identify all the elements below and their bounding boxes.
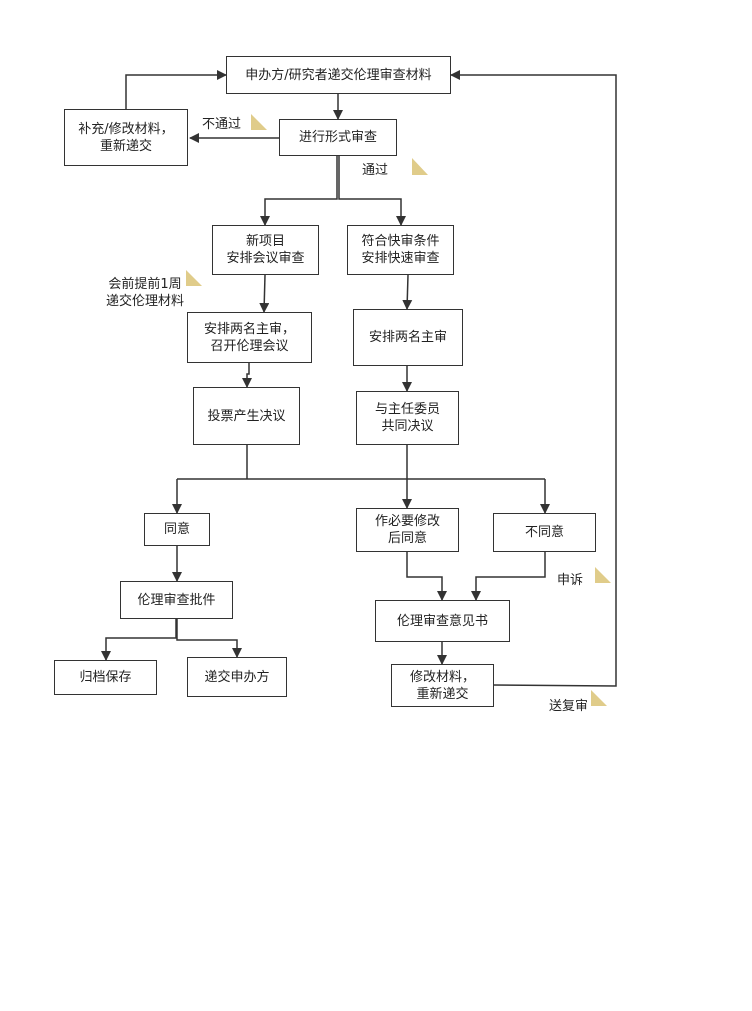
label-fail: 不通过	[202, 117, 242, 132]
node-modify-resubmit: 修改材料， 重新递交	[391, 664, 494, 707]
arrow-approval-to-deliver	[176, 619, 242, 658]
node-agree: 同意	[144, 513, 210, 546]
arrow-meeting-to-vote	[242, 363, 252, 388]
note-triangle-one-week	[186, 270, 202, 286]
node-supplement: 补充/修改材料， 重新递交	[64, 109, 188, 166]
arrow-new-to-meeting	[259, 274, 270, 313]
node-formal-review: 进行形式审查	[279, 119, 397, 156]
node-deliver: 递交申办方	[187, 657, 287, 697]
arrow-modify-to-opinion	[406, 552, 447, 601]
node-opinion-letter: 伦理审查意见书	[375, 600, 510, 642]
node-two-reviewers-meeting: 安排两名主审， 召开伦理会议	[187, 312, 312, 363]
note-triangle-appeal	[595, 567, 611, 583]
node-disagree: 不同意	[493, 513, 596, 552]
node-vote: 投票产生决议	[193, 387, 300, 445]
node-agree-after-modify: 作必要修改 后同意	[356, 508, 459, 552]
label-re-review: 送复审	[549, 699, 589, 714]
note-triangle-fail	[251, 114, 267, 130]
arrow-resubmit-to-submit	[450, 70, 617, 687]
node-joint-decision: 与主任委员 共同决议	[356, 391, 459, 445]
note-triangle-re-review	[591, 690, 607, 706]
arrow-approval-to-archive	[101, 619, 177, 661]
note-triangle-pass	[412, 158, 428, 175]
label-pass: 通过	[362, 163, 389, 178]
arrow-disagree-to-opinion	[471, 552, 546, 601]
node-archive: 归档保存	[54, 660, 157, 695]
node-submit: 申办方/研究者递交伦理审查材料	[226, 56, 451, 94]
arrow-formal-to-fast	[338, 156, 406, 226]
label-one-week: 会前提前1周 递交伦理材料	[106, 277, 185, 309]
arrow-supplement-to-submit	[125, 70, 227, 109]
node-new-project: 新项目 安排会议审查	[212, 225, 319, 275]
node-fast-track: 符合快审条件 安排快速审查	[347, 225, 454, 275]
node-approval: 伦理审查批件	[120, 581, 233, 619]
label-appeal: 申诉	[557, 573, 584, 588]
arrow-formal-to-new	[260, 156, 338, 226]
node-two-reviewers: 安排两名主审	[353, 309, 463, 366]
arrow-fast-to-reviewers	[402, 274, 413, 310]
